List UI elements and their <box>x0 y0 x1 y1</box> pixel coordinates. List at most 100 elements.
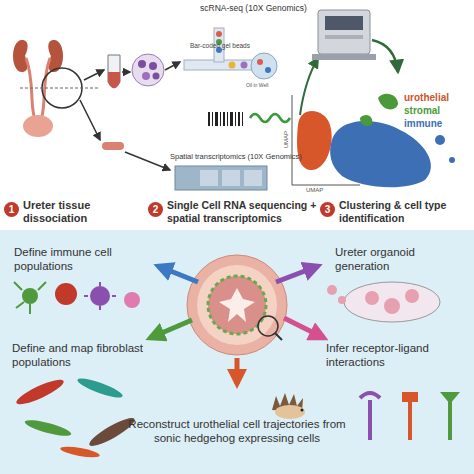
receptor-ligand <box>448 402 452 440</box>
hedgehog <box>272 393 305 419</box>
organoid-dish <box>338 296 346 304</box>
spatial-slide <box>222 170 240 186</box>
fibroblasts <box>24 417 73 439</box>
flow-arrows <box>84 70 104 80</box>
fibroblasts <box>14 375 138 459</box>
ureter-cross-section <box>197 265 277 345</box>
step-text: Single Cell RNA sequencing + spatial tra… <box>167 199 320 224</box>
part-label: Bar-coded gel beads <box>190 42 270 50</box>
cell-suspension <box>138 60 146 68</box>
test-tube <box>108 55 120 88</box>
immune-cells <box>55 283 77 305</box>
fibroblasts <box>60 445 101 460</box>
hedgehog <box>301 409 304 412</box>
outcome-arrows <box>150 266 324 384</box>
cluster-label: urothelial <box>404 92 474 104</box>
step-node: 3Clustering & cell type identification <box>320 199 472 224</box>
umap-plot <box>449 157 455 163</box>
organoid-dish <box>405 289 419 303</box>
sequencer <box>312 10 376 60</box>
umap-plot <box>330 121 431 187</box>
flow-arrows <box>122 71 130 73</box>
part-label: Oil in Well <box>246 82 286 88</box>
outcome-text: Infer receptor-ligand interactions <box>326 342 471 370</box>
barcode <box>242 112 243 126</box>
cluster-label: stromal <box>404 105 474 117</box>
method-label: scRNA-seq (10X Genomics) <box>200 3 330 13</box>
barcode <box>238 112 240 126</box>
immune-cells <box>14 282 46 314</box>
immune-cells <box>124 292 140 308</box>
panel-background <box>0 230 474 474</box>
organoid-dish <box>327 282 440 322</box>
outcome-arrows <box>276 266 318 282</box>
fibroblasts <box>14 376 66 409</box>
urinary-tract <box>48 40 63 72</box>
outcome-arrows <box>235 358 240 384</box>
barcode <box>250 114 290 122</box>
cell-suspension <box>132 54 164 86</box>
microfluidic-chip <box>257 59 263 65</box>
outcome-arrows <box>158 266 198 282</box>
ureter-cross-section <box>275 333 282 340</box>
immune-cells <box>22 288 38 304</box>
urinary-tract <box>23 115 53 137</box>
umap-plot <box>292 185 360 186</box>
barcode <box>230 112 233 126</box>
receptor-ligand <box>368 400 372 440</box>
immune-cells <box>84 282 116 310</box>
umap-plot <box>292 95 293 185</box>
outcome-text: Reconstruct urothelial cell trajectories… <box>122 418 352 446</box>
outcome-text: Define and map fibroblast populations <box>12 342 202 370</box>
fibroblasts <box>76 375 125 401</box>
microfluidic-chip <box>265 67 271 73</box>
umap-plot <box>378 94 398 110</box>
spatial-slide <box>102 142 124 150</box>
cell-suspension <box>153 73 160 80</box>
urinary-tract <box>13 40 28 72</box>
urinary-tract <box>13 40 100 137</box>
immune-cells <box>14 282 140 314</box>
barcode <box>220 112 221 126</box>
urinary-tract <box>20 88 100 89</box>
flow-arrows <box>300 58 318 115</box>
organoid-dish <box>344 282 440 322</box>
receptor-ligand <box>360 393 380 398</box>
barcode <box>215 112 218 126</box>
outcome-text: Ureter organoid generation <box>335 246 471 274</box>
hedgehog <box>275 405 305 419</box>
barcode <box>235 112 236 126</box>
spatial-slide <box>200 170 218 186</box>
test-tube <box>108 55 120 88</box>
barcode <box>227 112 228 126</box>
receptor-ligand <box>360 392 460 440</box>
cell-suspension <box>132 54 164 86</box>
cell-suspension <box>142 72 150 80</box>
spatial-slide <box>244 170 262 186</box>
organoid-dish <box>384 298 400 314</box>
microfluidic-chip <box>184 28 277 79</box>
barcode <box>208 112 290 126</box>
barcode <box>208 112 210 126</box>
receptor-ligand <box>408 402 412 440</box>
axis-label: UMAP <box>283 125 290 155</box>
flow-arrows <box>125 152 170 170</box>
step-number: 3 <box>320 202 335 217</box>
umap-plot <box>435 135 445 145</box>
ureter-cross-section <box>187 255 287 355</box>
urinary-tract <box>42 58 50 116</box>
immune-cells <box>90 286 110 306</box>
step-text: Ureter tissue dissociation <box>23 199 146 225</box>
step-node: 1Ureter tissue dissociation <box>4 199 146 225</box>
spatial-slide <box>175 166 267 190</box>
umap-plot <box>360 115 372 126</box>
barcode <box>212 112 213 126</box>
sequencer <box>312 54 376 60</box>
receptor-ligand <box>402 392 418 402</box>
cluster-label: immune <box>404 118 474 130</box>
microfluidic-chip <box>229 62 236 69</box>
cell-suspension <box>149 62 157 70</box>
ureter-cross-section <box>187 255 287 355</box>
outcome-arrows <box>150 320 192 338</box>
